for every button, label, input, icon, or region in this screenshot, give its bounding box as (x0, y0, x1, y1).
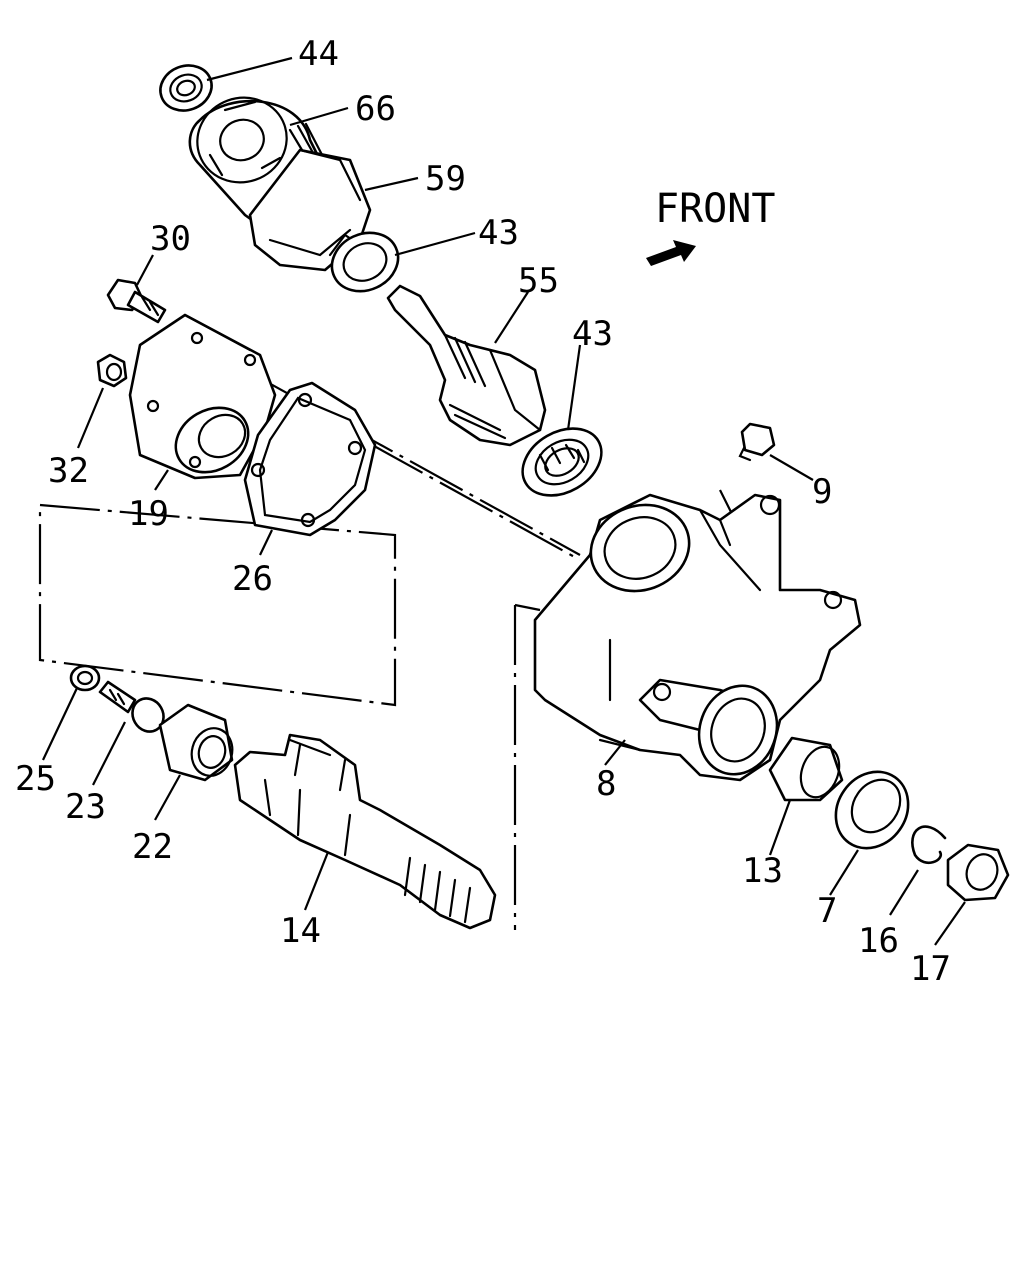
part-9-plug (738, 422, 776, 462)
part-17-lock-nut (946, 843, 1010, 902)
callout-43-upper: 43 (478, 213, 519, 253)
leader-lines (42, 56, 966, 946)
part-13-needle-bearing (768, 736, 844, 802)
callout-19: 19 (128, 494, 169, 534)
part-25-washer (69, 664, 101, 692)
callout-7: 7 (817, 891, 837, 931)
part-23-adjust-screw (98, 680, 165, 733)
callout-66: 66 (355, 89, 396, 129)
part-55-worm-shaft (386, 284, 547, 447)
callout-43-lower: 43 (572, 314, 613, 354)
arrow-right-up-icon (646, 240, 696, 266)
callout-22: 22 (132, 827, 173, 867)
part-16-snap-ring (911, 825, 947, 865)
callout-25: 25 (15, 759, 56, 799)
callout-13: 13 (742, 851, 783, 891)
part-22-needle-bearing (158, 703, 234, 782)
callout-26: 26 (232, 559, 273, 599)
callout-8: 8 (596, 764, 616, 804)
front-label: FRONT (655, 186, 775, 232)
callout-30: 30 (150, 219, 191, 259)
callout-55: 55 (518, 261, 559, 301)
part-43-lower-bearing (521, 427, 603, 497)
callout-59: 59 (425, 159, 466, 199)
callout-labels: 44 66 59 43 30 55 43 32 9 19 26 25 23 22… (15, 34, 951, 989)
part-44-oil-seal (159, 64, 213, 112)
part-14-sector-shaft (233, 733, 497, 930)
part-8-gear-housing (533, 493, 862, 782)
part-26-gasket (243, 381, 377, 537)
part-43-upper-bearing (330, 231, 400, 293)
part-19-side-cover (128, 313, 277, 480)
part-59-valve-body (248, 148, 372, 272)
part-32-nut (96, 353, 128, 388)
front-orientation-marker: FRONT (646, 186, 775, 266)
callout-23: 23 (65, 787, 106, 827)
callout-14: 14 (280, 911, 321, 951)
callout-32: 32 (48, 451, 89, 491)
assembly-chain-lines (38, 344, 776, 930)
part-30-bolt (106, 278, 167, 324)
part-7-oil-seal (834, 770, 910, 850)
callout-9: 9 (812, 472, 832, 512)
callout-44: 44 (298, 34, 339, 74)
callout-17: 17 (910, 949, 951, 989)
callout-16: 16 (858, 921, 899, 961)
